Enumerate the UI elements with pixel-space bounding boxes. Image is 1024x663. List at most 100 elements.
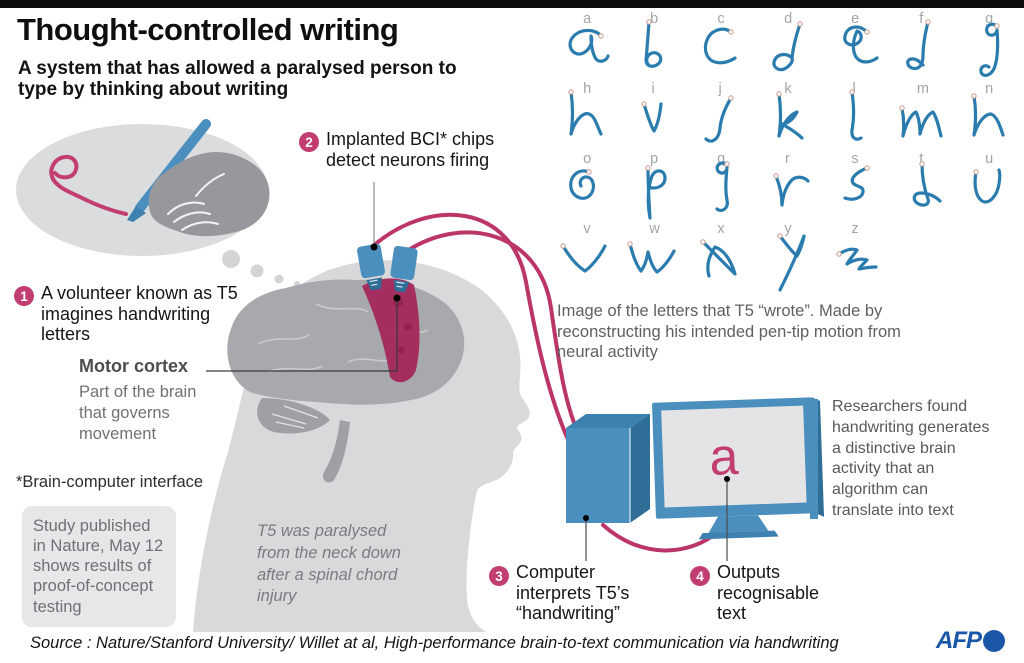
afp-logo: AFP [936, 627, 1005, 655]
letter-stroke-w [627, 241, 676, 274]
letter-stroke-d [772, 21, 803, 72]
page-title: Thought-controlled writing [17, 12, 399, 47]
letter-cell-e: e [820, 10, 887, 80]
letter-label: r [785, 151, 790, 167]
letter-label: p [650, 151, 659, 167]
letter-cell-d: d [753, 10, 820, 80]
pen-start-dot [568, 89, 574, 95]
top-bar [0, 0, 1024, 8]
thought-bubble-dot [274, 274, 284, 284]
letter-stroke-l [849, 89, 863, 141]
letter-stroke-s [843, 165, 870, 201]
motor-cortex-label: Motor cortex [79, 356, 189, 376]
letter-cell-w: w [619, 220, 686, 290]
letter-stroke-a [568, 28, 610, 63]
step-3-badge: 3 [489, 566, 509, 586]
letter-stroke-g [979, 22, 1000, 77]
letter-cell-o: o [552, 150, 619, 220]
step-2-badge: 2 [299, 132, 319, 152]
letter-label: g [985, 11, 994, 27]
letter-cell-v: v [552, 220, 619, 290]
callout-dot [370, 243, 378, 251]
letter-stroke-b [644, 19, 663, 68]
letter-cell-j: j [686, 80, 753, 150]
letter-label: m [916, 81, 929, 97]
letter-label: v [583, 221, 591, 237]
source-line: Source : Nature/Stanford University/ Wil… [30, 634, 839, 652]
alphabet-caption: Image of the letters that T5 “wrote”. Ma… [557, 302, 901, 362]
pen-start-dot [641, 101, 647, 107]
letter-cell-b: b [619, 10, 686, 80]
letter-cell-n: n [954, 80, 1021, 150]
pen-start-dot [586, 169, 592, 175]
monitor: a [652, 397, 825, 540]
letter-stroke-u [973, 168, 1002, 204]
letter-stroke-n [971, 93, 1005, 137]
letter-cell-x: x [686, 220, 753, 290]
pen-start-dot [728, 95, 734, 101]
letter-stroke-e [843, 25, 879, 64]
letter-cell-k: k [753, 80, 820, 150]
step-1-badge: 1 [14, 286, 34, 306]
pen-start-dot [849, 89, 855, 95]
letter-stroke-o [569, 169, 596, 200]
accent-bar [810, 399, 818, 519]
letter-label: l [852, 81, 856, 97]
pen-start-dot [994, 23, 1000, 29]
letter-label: e [851, 11, 860, 27]
step-1-text: A volunteer known as T5 imagines handwri… [41, 283, 238, 345]
page-subtitle: A system that has allowed a paralysed pe… [18, 58, 457, 101]
letter-cell-m: m [887, 80, 954, 150]
letter-label: f [919, 11, 924, 27]
pen-start-dot [773, 173, 779, 179]
letter-label: b [650, 11, 659, 27]
pen-start-dot [925, 19, 931, 25]
letter-cell-c: c [686, 10, 753, 80]
monitor-letter: a [708, 428, 739, 487]
pen-start-dot [919, 161, 925, 167]
pen-start-dot [646, 19, 652, 25]
letter-stroke-r [773, 173, 810, 207]
letter-stroke-q [715, 161, 730, 212]
letter-stroke-f [906, 19, 931, 71]
pen-start-dot [971, 93, 977, 99]
step-2-text: Implanted BCI* chips detect neurons firi… [326, 129, 495, 170]
pen-start-dot [864, 165, 870, 171]
thought-bubble-dot [222, 250, 240, 268]
letter-stroke-x [700, 239, 737, 278]
letter-label: y [784, 221, 792, 237]
callout-dot [583, 515, 589, 521]
letter-cell-r: r [753, 150, 820, 220]
letter-cell-p: p [619, 150, 686, 220]
letter-label: h [583, 81, 592, 97]
letter-cell-y: y [753, 220, 820, 292]
hand-icon [148, 152, 270, 237]
computer-tower [566, 414, 650, 523]
letter-stroke-z [836, 247, 878, 271]
pen-start-dot [864, 29, 870, 35]
letter-label: c [717, 11, 725, 27]
letter-label: a [583, 11, 592, 27]
letter-label: o [583, 151, 592, 167]
letter-cell-s: s [820, 150, 887, 220]
letter-label: w [649, 221, 660, 237]
pen-start-dot [776, 91, 782, 97]
pen-start-dot [973, 169, 979, 175]
pen-start-dot [700, 239, 706, 245]
afp-logo-globe-icon [983, 630, 1005, 652]
letter-cell-h: h [552, 80, 619, 150]
bci-cables [368, 211, 723, 555]
letter-cell-a: a [552, 10, 619, 80]
letter-label: d [784, 11, 793, 27]
letter-label: s [851, 151, 859, 167]
pen-start-dot [560, 243, 566, 249]
pen-start-dot [899, 105, 905, 111]
handwriting-squiggle [49, 154, 128, 216]
footnote: *Brain-computer interface [16, 473, 204, 491]
step-4-text: Outputs recognisable text [717, 562, 820, 624]
callout-dot [724, 476, 730, 482]
pen-start-dot [777, 233, 783, 239]
researchers-note: Researchers found handwriting generates … [832, 398, 990, 519]
letter-label: q [717, 151, 726, 167]
